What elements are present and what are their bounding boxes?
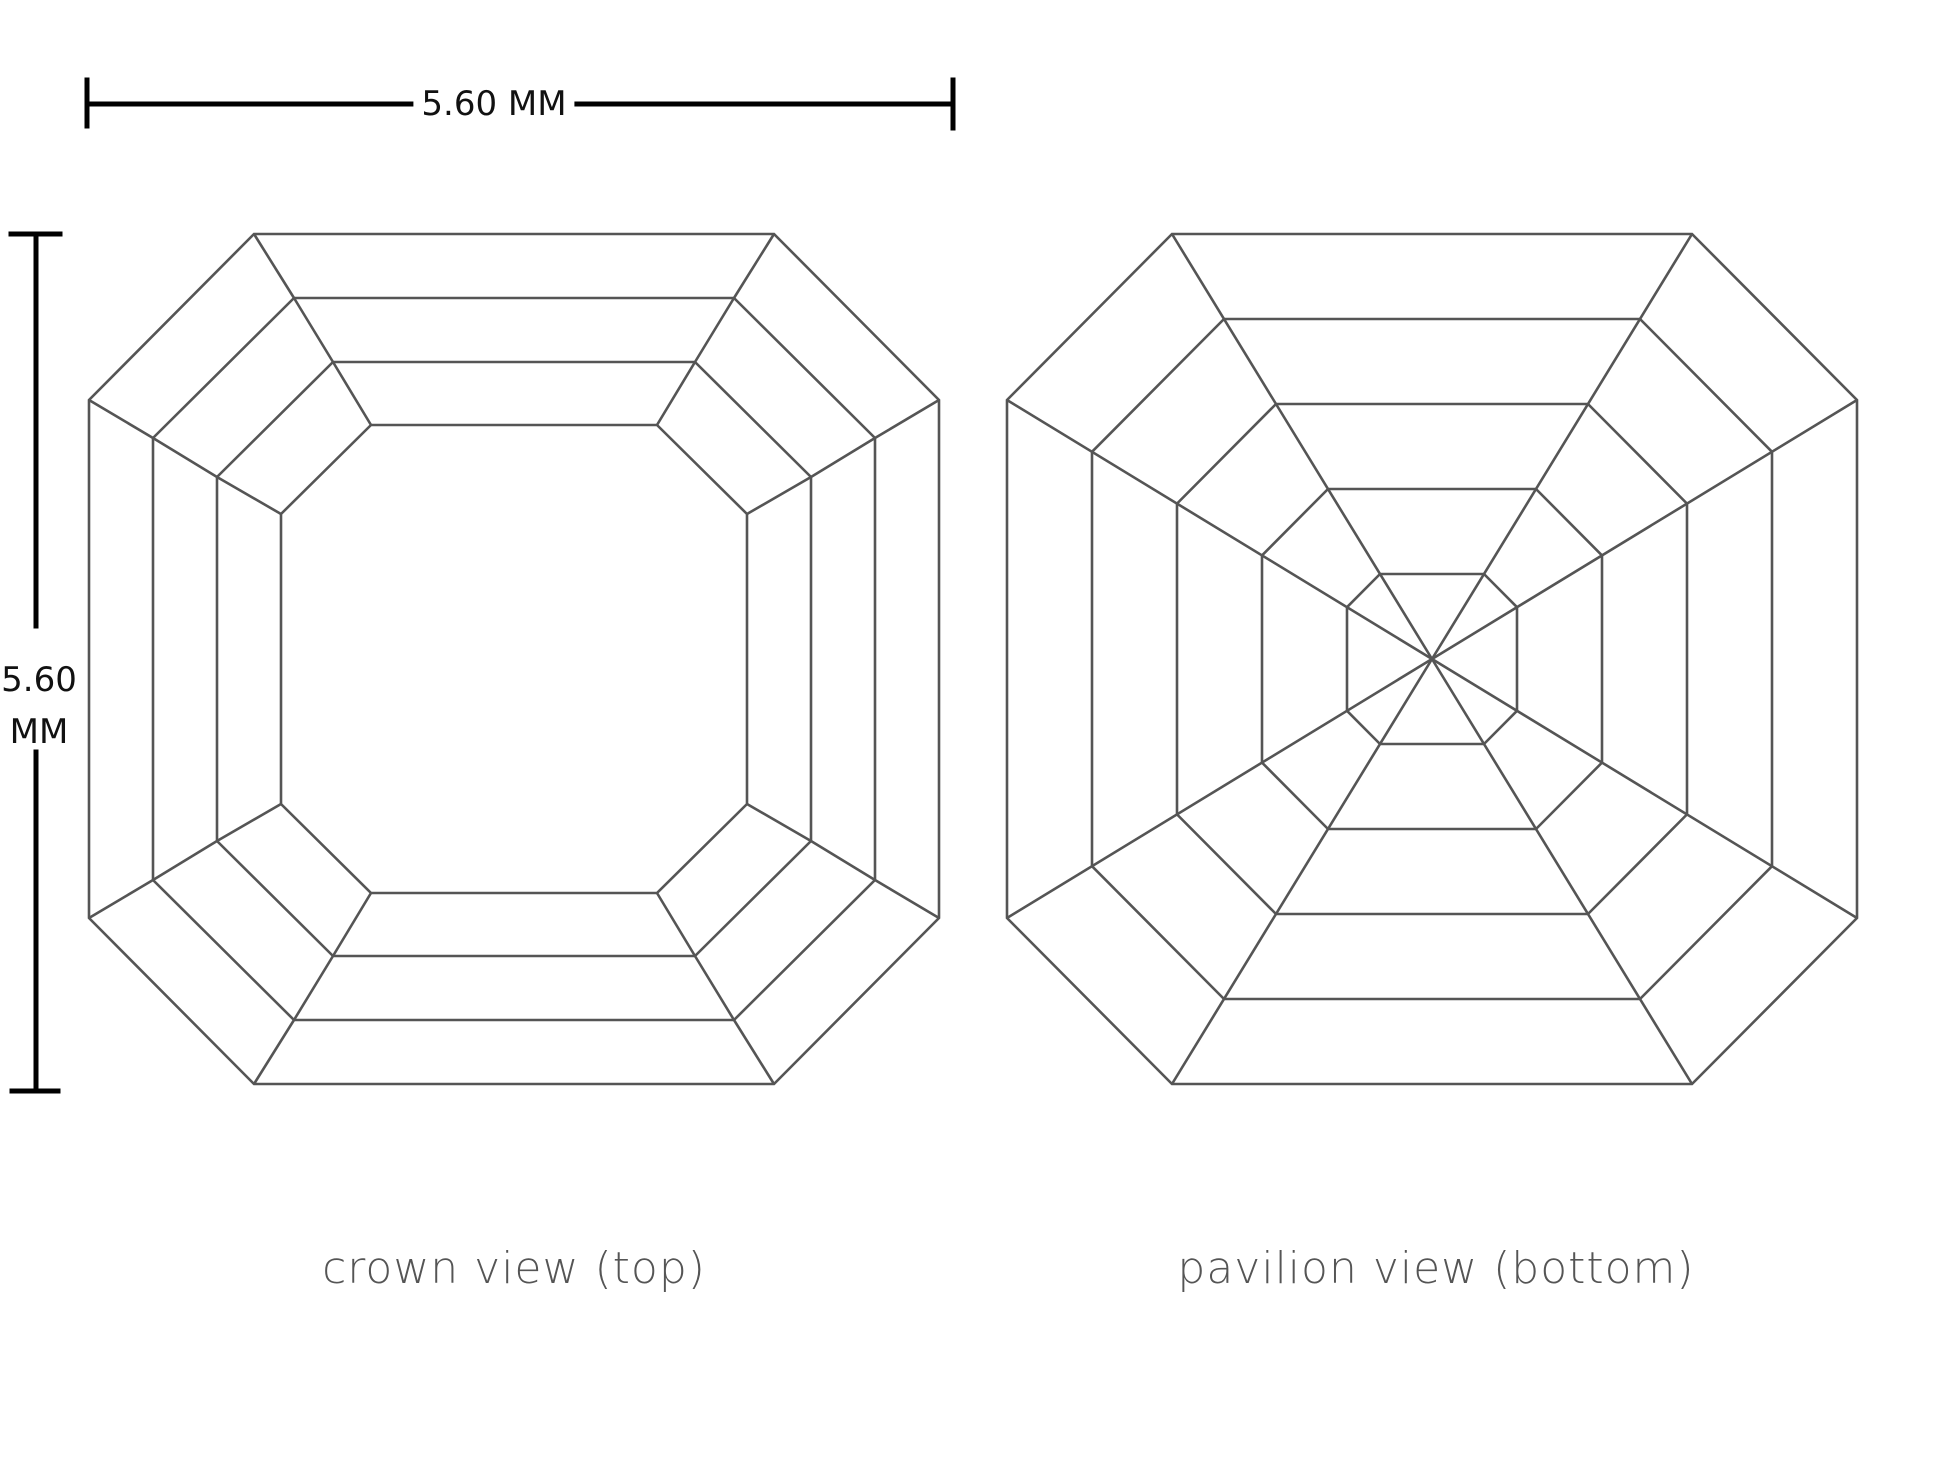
width-dimension-bar [84,77,956,131]
pavilion-view-label: pavilion view (bottom) [1177,1243,1695,1294]
width-dimension-label: 5.60 MM [413,82,575,126]
crown-view-label: crown view (top) [322,1243,706,1294]
height-dimension-label-value: 5.60 [1,660,77,700]
height-dimension-bar [8,231,63,1094]
height-dimension-label-unit: MM [9,712,69,752]
crown-view-diagram [87,232,941,1086]
pavilion-view-diagram [1005,232,1859,1086]
